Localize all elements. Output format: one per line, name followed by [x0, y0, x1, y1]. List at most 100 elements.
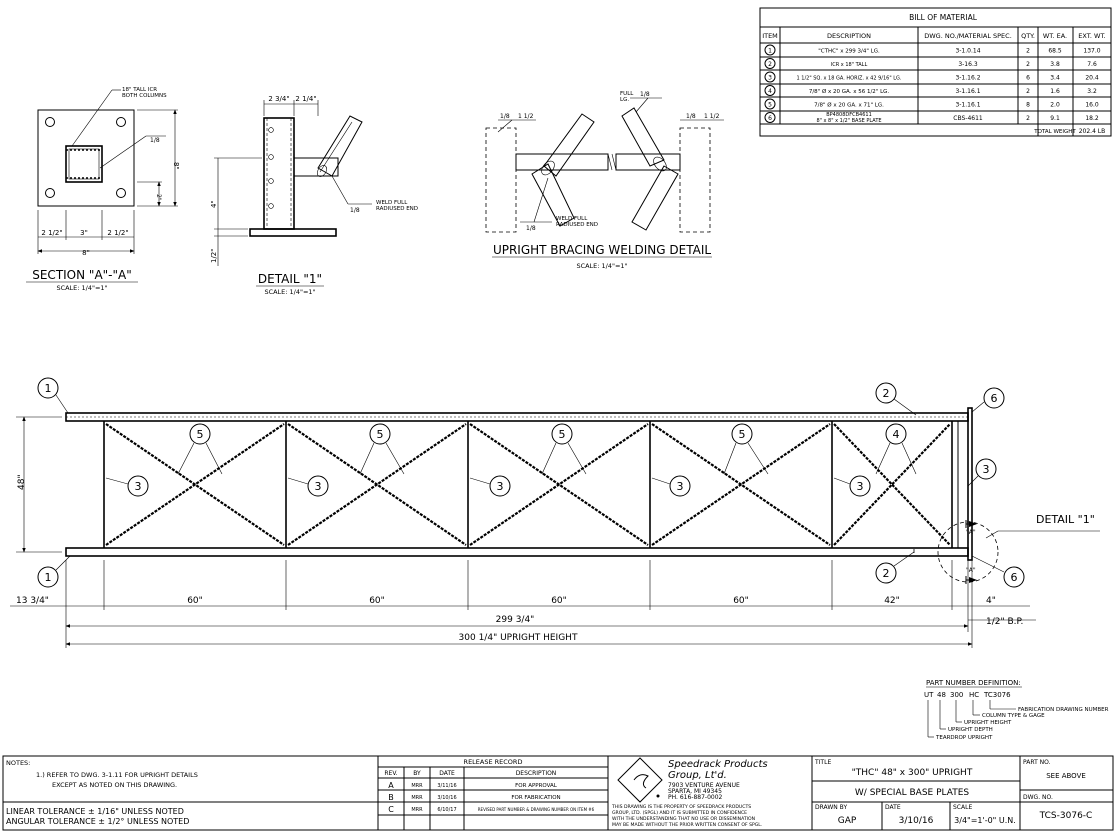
- legal-line: THIS DRAWING IS THE PROPERTY OF SPEEDRAC…: [611, 804, 751, 810]
- full-length-note: FULL: [620, 91, 634, 97]
- company-phone: PH. 616-887-0002: [668, 794, 723, 801]
- part-number-definition: PART NUMBER DEFINITION: UT 48 300 HC TC3…: [924, 679, 1109, 741]
- dim-left-offset: 13 3/4": [16, 596, 49, 606]
- svg-text:BY: BY: [413, 770, 421, 777]
- section-title: SECTION "A"-"A": [32, 268, 132, 282]
- callout-3: 3: [983, 463, 990, 476]
- svg-text:3: 3: [768, 75, 772, 82]
- weld-symbol: 1/8: [686, 113, 696, 120]
- svg-text:8: 8: [1026, 102, 1030, 109]
- svg-text:20.4: 20.4: [1085, 75, 1099, 82]
- release-title: RELEASE RECORD: [464, 758, 523, 766]
- svg-text:8" x 8" x 1/2" BASE PLATE: 8" x 8" x 1/2" BASE PLATE: [816, 118, 881, 124]
- drawing-subtitle: W/ SPECIAL BASE PLATES: [855, 788, 969, 798]
- bom-title: BILL OF MATERIAL: [909, 13, 978, 22]
- svg-text:6: 6: [1026, 75, 1030, 82]
- svg-text:2: 2: [1026, 115, 1030, 122]
- svg-text:18.2: 18.2: [1085, 115, 1099, 122]
- dim-b1: 2 1/2": [41, 229, 62, 237]
- svg-text:3.4: 3.4: [1050, 75, 1060, 82]
- svg-text:DESCRIPTION: DESCRIPTION: [516, 770, 557, 777]
- svg-text:3-1.16.1: 3-1.16.1: [955, 102, 980, 109]
- callout-2: 2: [883, 387, 890, 400]
- svg-text:1.6: 1.6: [1050, 88, 1060, 95]
- svg-text:3/11/16: 3/11/16: [437, 783, 456, 789]
- detail-1: 2 3/4" 2 1/4" 4" 1/2" 1/8 WELD FULL RADI…: [210, 95, 418, 296]
- dim-b2: 3": [80, 229, 88, 237]
- dim-panel: 60": [733, 596, 749, 606]
- callout-6: 6: [1011, 571, 1018, 584]
- svg-text:6: 6: [768, 115, 772, 122]
- svg-text:1 1/2" SQ. x 18 GA. HORIZ. x 4: 1 1/2" SQ. x 18 GA. HORIZ. x 42 9/16" LG…: [797, 76, 902, 82]
- notes-heading: NOTES:: [6, 759, 30, 767]
- svg-text:"CTHC" x 299 3/4" LG.: "CTHC" x 299 3/4" LG.: [818, 49, 880, 55]
- svg-text:1: 1: [768, 48, 772, 55]
- weld-note: WELD FULL: [376, 200, 408, 206]
- callout-5: 5: [559, 428, 566, 441]
- detail-scale: SCALE: 1/4"=1": [264, 288, 315, 296]
- svg-text:DATE: DATE: [439, 770, 455, 777]
- weld-note: WELD FULL: [556, 216, 588, 222]
- icr-note: 18" TALL ICR: [122, 87, 157, 93]
- weld-symbol: 1/8: [350, 207, 360, 214]
- callout-1: 1: [45, 382, 52, 395]
- pn-label: FABRICATION DRAWING NUMBER: [1018, 707, 1109, 713]
- icr-note-2: BOTH COLUMNS: [122, 93, 167, 99]
- section-mark: "A": [966, 529, 976, 536]
- dim-height: 48": [17, 474, 27, 490]
- company-address: 7903 VENTURE AVENUE: [668, 782, 740, 789]
- svg-text:7/8" Ø x 20 GA. x 71" LG.: 7/8" Ø x 20 GA. x 71" LG.: [814, 102, 884, 109]
- dim-top1: 2 3/4": [268, 95, 289, 103]
- weld-symbol: 1/8: [500, 113, 510, 120]
- svg-text:ICR x 18" TALL: ICR x 18" TALL: [831, 62, 868, 68]
- weld-symbol: 1/8: [640, 91, 650, 98]
- svg-text:6/10/17: 6/10/17: [437, 807, 456, 813]
- dim-right-offset: 4": [986, 596, 996, 606]
- table-row: 2 ICR x 18" TALL 3-16.3 2 3.8 7.6: [764, 58, 1097, 69]
- svg-text:16.0: 16.0: [1085, 102, 1099, 109]
- svg-text:2.0: 2.0: [1050, 102, 1060, 109]
- svg-text:4: 4: [768, 88, 772, 95]
- callout-3: 3: [677, 480, 684, 493]
- svg-text:MRR: MRR: [411, 783, 423, 789]
- weld-note-2: RADIUSED END: [376, 206, 418, 212]
- dim-total-height: 300 1/4" UPRIGHT HEIGHT: [459, 633, 578, 643]
- part-label: PART NO.: [1023, 759, 1051, 766]
- svg-text:68.5: 68.5: [1048, 48, 1062, 55]
- callout-3: 3: [135, 480, 142, 493]
- table-row: C MRR 6/10/17 REVISED PART NUMBER & DRAW…: [388, 805, 594, 814]
- dim-panel: 60": [187, 596, 203, 606]
- tolerance-angular: ANGULAR TOLERANCE ± 1/2° UNLESS NOTED: [6, 817, 189, 826]
- note-1b: EXCEPT AS NOTED ON THIS DRAWING.: [52, 781, 177, 789]
- callout-1: 1: [45, 571, 52, 584]
- svg-text:REVISED PART NUMBER & DRAWING: REVISED PART NUMBER & DRAWING NUMBER ON …: [478, 807, 595, 812]
- pn-part: 300: [950, 691, 963, 699]
- dim-left2: 1/2": [210, 249, 218, 264]
- svg-text:REV.: REV.: [384, 770, 397, 777]
- svg-text:137.0: 137.0: [1083, 48, 1100, 55]
- callout-3: 3: [497, 480, 504, 493]
- svg-text:2: 2: [1026, 61, 1030, 68]
- company-logo: [617, 757, 663, 803]
- svg-text:7/8" Ø x 20 GA. x 56 1/2" LG.: 7/8" Ø x 20 GA. x 56 1/2" LG.: [809, 88, 890, 95]
- dim-top2: 2 1/4": [295, 95, 316, 103]
- bom-header: ITEM: [762, 32, 778, 40]
- table-row: 1 "CTHC" x 299 3/4" LG. 3-1.0.14 2 68.5 …: [764, 44, 1101, 56]
- pn-part: HC: [969, 691, 979, 699]
- svg-text:CBS-4611: CBS-4611: [953, 115, 983, 122]
- bill-of-material: BILL OF MATERIAL ITEM DESCRIPTION DWG. N…: [759, 7, 1112, 137]
- dim-left1: 4": [210, 200, 218, 208]
- svg-text:BP4808DFCB4611: BP4808DFCB4611: [826, 112, 872, 118]
- pn-label: COLUMN TYPE & GAGE: [982, 713, 1045, 719]
- weld-symbol: 1/8: [526, 225, 536, 232]
- callout-2: 2: [883, 567, 890, 580]
- bom-header: DESCRIPTION: [827, 32, 871, 40]
- title-label: TITLE: [814, 759, 831, 766]
- svg-text:2: 2: [1026, 88, 1030, 95]
- dim-panel: 42": [884, 596, 900, 606]
- svg-text:2: 2: [768, 61, 772, 68]
- section-a-a: 18" TALL ICR BOTH COLUMNS 1/8 8" 2" 2 1/…: [26, 87, 180, 292]
- note-1: 1.) REFER TO DWG. 3-1.11 FOR UPRIGHT DET…: [36, 771, 198, 779]
- bracing-weld-detail: 1/8 1 1/2 1/8 1 1/2 FULL LG. 1/8 1/8 WEL…: [485, 91, 724, 270]
